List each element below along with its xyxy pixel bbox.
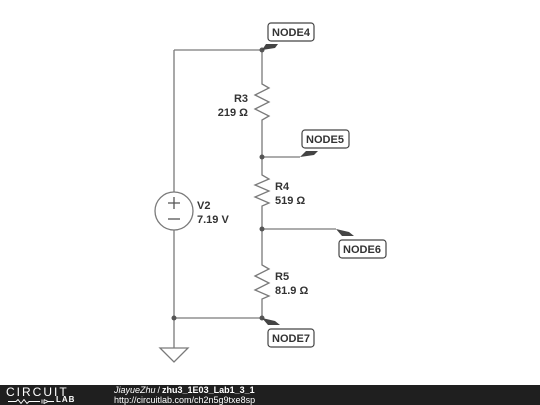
v2-value-label: 7.19 V <box>197 214 229 226</box>
junction-node6 <box>259 226 265 232</box>
circuit-title-link[interactable]: zhu3_1E03_Lab1_3_1 <box>162 385 255 395</box>
ground-icon <box>158 347 190 363</box>
node7-flag-icon <box>262 318 280 325</box>
node6-label: NODE6 <box>343 244 381 256</box>
node5-label: NODE5 <box>306 134 344 146</box>
node4-label: NODE4 <box>272 27 311 39</box>
r5-value-label: 81.9 Ω <box>275 285 308 297</box>
junction-node5 <box>259 154 265 160</box>
logo-wire-icon <box>8 399 54 404</box>
logo-text-bottom: LAB <box>56 395 76 404</box>
node5-flag-icon <box>300 151 318 157</box>
credit-separator: / <box>157 385 161 395</box>
node5-label-box <box>301 129 350 149</box>
junction-bottom-left <box>171 315 177 321</box>
r5-name-label: R5 <box>275 271 289 283</box>
resistor-r4 <box>253 172 271 208</box>
circuit-schematic: NODE4 NODE5 NODE6 NODE7 R3 219 Ω R4 519 … <box>154 22 387 363</box>
node7-label: NODE7 <box>272 333 310 345</box>
node4-label-box <box>267 22 315 42</box>
plus-sign-icon <box>168 197 180 209</box>
circuitlab-logo[interactable]: CIRCUIT LAB <box>6 385 96 404</box>
v2-name-label: V2 <box>197 200 210 212</box>
circuit-credit: JiayueZhu/zhu3_1E03_Lab1_3_1 <box>114 386 255 395</box>
circuit-url-link[interactable]: http://circuitlab.com/ch2n5g9txe8sp <box>114 395 256 405</box>
r3-name-label: R3 <box>234 93 248 105</box>
author-link[interactable]: JiayueZhu <box>114 385 156 395</box>
node7-label-box <box>267 328 315 348</box>
voltage-source <box>154 191 194 231</box>
r4-value-label: 519 Ω <box>275 195 305 207</box>
r3-value-label: 219 Ω <box>218 107 248 119</box>
node4-flag-icon <box>262 44 278 50</box>
r4-name-label: R4 <box>275 181 290 193</box>
node6-flag-icon <box>336 229 354 236</box>
node6-label-box <box>338 239 387 259</box>
resistor-r5 <box>253 262 271 300</box>
logo-text-top: CIRCUIT <box>6 385 69 399</box>
footer-bar: CIRCUIT LAB JiayueZhu/zhu3_1E03_Lab1_3_1… <box>0 385 540 405</box>
resistor-r3 <box>253 80 271 124</box>
